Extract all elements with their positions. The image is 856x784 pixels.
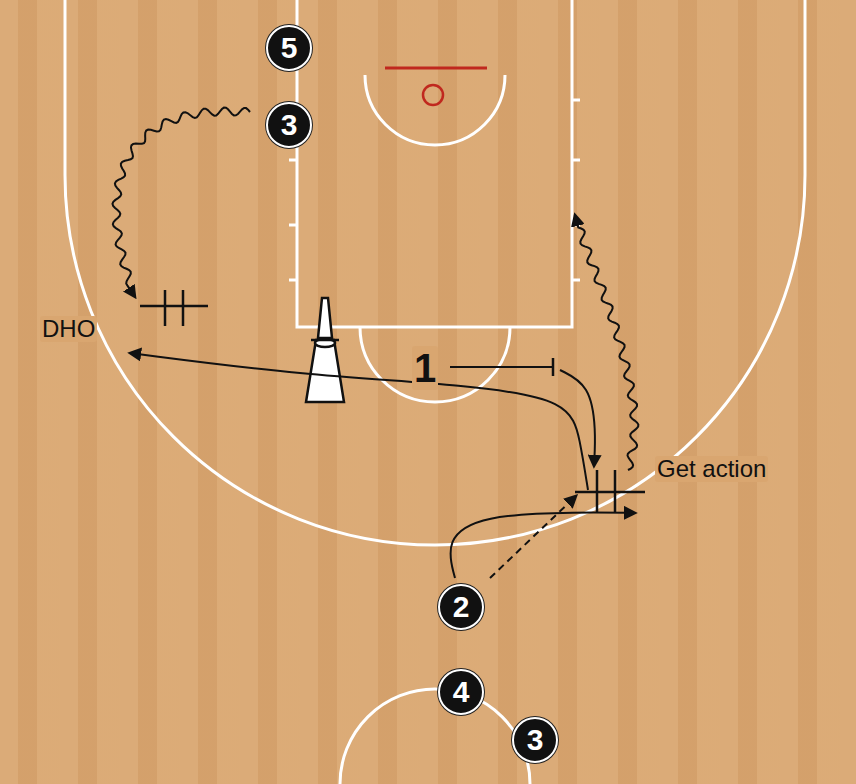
action-label: Get action [655, 456, 768, 482]
cone [306, 298, 344, 402]
cut-path [450, 513, 635, 578]
player-number: 4 [453, 677, 470, 707]
pass-line [490, 496, 576, 578]
dribble-path [575, 215, 638, 470]
player-label: 1 [412, 346, 438, 390]
rim [423, 85, 443, 105]
screen-marks [140, 290, 645, 512]
player-circle: 5 [266, 25, 312, 71]
player-circle: 3 [266, 102, 312, 148]
cut-path [130, 353, 588, 490]
player-circle: 4 [438, 669, 484, 715]
cut-path [560, 370, 595, 466]
player-circle: 3 [512, 717, 558, 763]
dribble-path [112, 108, 250, 297]
movement-lines [112, 108, 638, 578]
player-number: 2 [453, 592, 470, 622]
cut-path [450, 366, 553, 368]
action-label: DHO [40, 316, 97, 342]
player-number: 5 [281, 33, 298, 63]
player-number: 3 [527, 725, 544, 755]
court-markings [65, 0, 805, 784]
backboard [385, 67, 487, 70]
player-number: 3 [281, 110, 298, 140]
player-circle: 2 [438, 584, 484, 630]
